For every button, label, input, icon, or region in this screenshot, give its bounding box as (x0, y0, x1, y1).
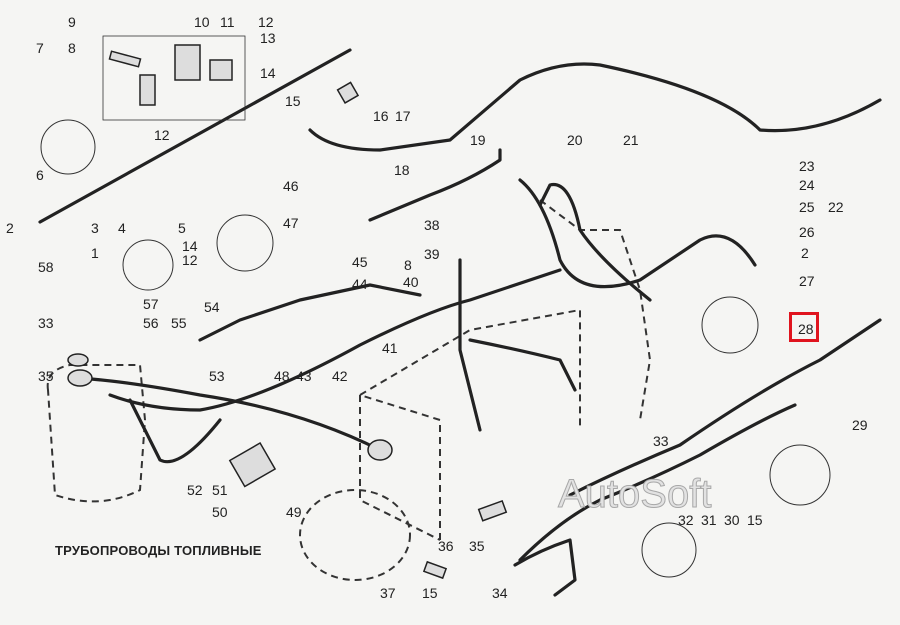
callout-12: 12 (154, 127, 170, 143)
callout-17: 17 (395, 108, 411, 124)
detail-circles (40, 35, 831, 578)
callout-9: 9 (68, 14, 76, 30)
callout-53: 53 (209, 368, 225, 384)
callout-41: 41 (382, 340, 398, 356)
callout-11: 11 (220, 14, 235, 30)
callout-37: 37 (380, 585, 396, 601)
callout-6: 6 (36, 167, 44, 183)
callout-3: 3 (91, 220, 99, 236)
callout-51: 51 (212, 482, 228, 498)
diagram-title: ТРУБОПРОВОДЫ ТОПЛИВНЫЕ (55, 543, 262, 558)
callout-14: 14 (260, 65, 276, 81)
callout-54: 54 (204, 299, 220, 315)
callout-55: 55 (171, 315, 187, 331)
callout-33: 33 (38, 315, 54, 331)
callout-42: 42 (332, 368, 348, 384)
callout-19: 19 (470, 132, 486, 148)
callout-39: 39 (424, 246, 440, 262)
callout-36: 36 (438, 538, 454, 554)
callout-4: 4 (118, 220, 126, 236)
callout-15: 15 (747, 512, 763, 528)
callout-2: 2 (6, 220, 14, 236)
callout-13: 13 (260, 30, 276, 46)
callout-48: 48 (274, 368, 290, 384)
watermark: AutoSoft (557, 472, 712, 517)
callout-34: 34 (492, 585, 508, 601)
callout-5: 5 (178, 220, 186, 236)
callout-18: 18 (394, 162, 410, 178)
callout-45: 45 (352, 254, 368, 270)
callout-50: 50 (212, 504, 228, 520)
highlight-box (789, 312, 819, 342)
callout-33: 33 (653, 433, 669, 449)
callout-49: 49 (286, 504, 302, 520)
callout-12: 12 (258, 14, 274, 30)
callout-15: 15 (422, 585, 438, 601)
callout-2: 2 (801, 245, 809, 261)
callout-10: 10 (194, 14, 210, 30)
callout-35: 35 (38, 368, 54, 384)
callout-20: 20 (567, 132, 583, 148)
callout-8: 8 (68, 40, 76, 56)
callout-40: 40 (403, 274, 419, 290)
callout-25: 25 (799, 199, 815, 215)
callout-47: 47 (283, 215, 299, 231)
parts (67, 44, 811, 580)
callout-7: 7 (36, 40, 44, 56)
callout-14: 14 (182, 238, 198, 254)
callout-28: 28 (798, 321, 814, 337)
callout-29: 29 (852, 417, 868, 433)
engine-outline (46, 199, 652, 581)
callout-12: 12 (182, 252, 198, 268)
callout-16: 16 (373, 108, 389, 124)
callout-31: 31 (701, 512, 717, 528)
callout-22: 22 (828, 199, 844, 215)
callout-8: 8 (404, 257, 412, 273)
callout-35: 35 (469, 538, 485, 554)
callout-57: 57 (143, 296, 159, 312)
callout-27: 27 (799, 273, 815, 289)
callout-56: 56 (143, 315, 159, 331)
callout-58: 58 (38, 259, 54, 275)
callout-21: 21 (623, 132, 639, 148)
callout-46: 46 (283, 178, 299, 194)
callout-32: 32 (678, 512, 694, 528)
callout-52: 52 (187, 482, 203, 498)
callout-44: 44 (352, 276, 368, 292)
callout-24: 24 (799, 177, 815, 193)
callout-15: 15 (285, 93, 301, 109)
callout-30: 30 (724, 512, 740, 528)
fuel-pipes (38, 48, 882, 597)
callout-1: 1 (91, 245, 99, 261)
callout-26: 26 (799, 224, 815, 240)
callout-38: 38 (424, 217, 440, 233)
callout-23: 23 (799, 158, 815, 174)
callout-43: 43 (296, 368, 312, 384)
